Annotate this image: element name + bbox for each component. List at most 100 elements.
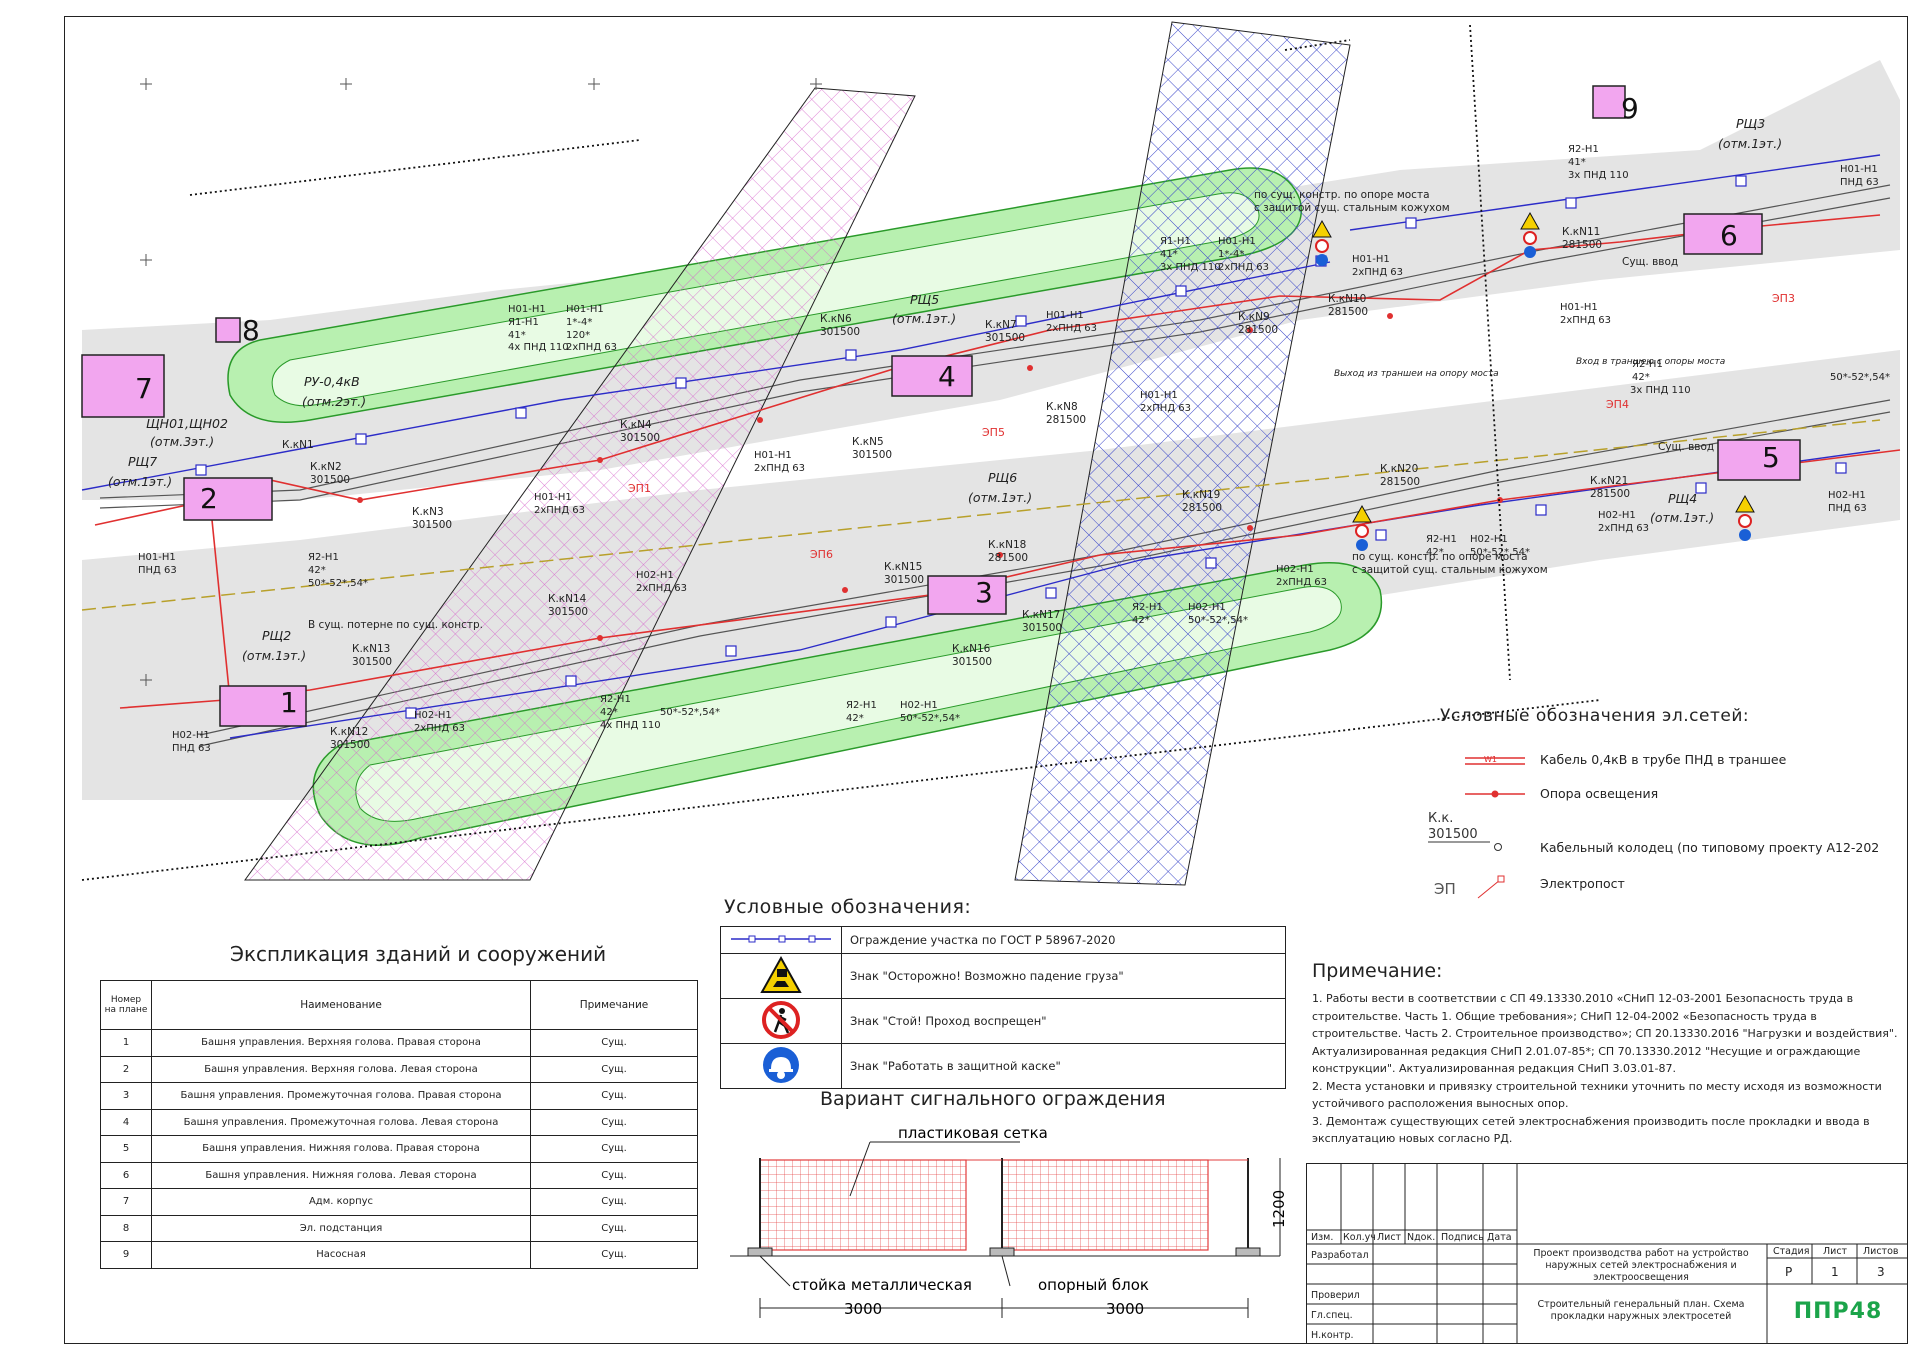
svg-text:301500: 301500 [884,574,924,586]
mesh-label: пластиковая сетка [898,1124,1048,1142]
svg-text:301500: 301500 [330,739,370,751]
svg-text:Н02-Н1: Н02-Н1 [1276,564,1314,575]
svg-text:2хПНД 63: 2хПНД 63 [1598,523,1649,534]
span-1: 3000 [844,1300,882,1318]
svg-text:Nдок.: Nдок. [1407,1232,1435,1243]
building-number-5: 5 [1762,441,1780,474]
svg-text:2хПНД 63: 2хПНД 63 [1352,267,1403,278]
svg-text:РУ-0,4кВ: РУ-0,4кВ [304,374,360,389]
sign-legend-label: Знак "Стой! Проход воспрещен" [841,998,1286,1044]
svg-text:301500: 301500 [310,474,350,486]
svg-text:Н02-Н1: Н02-Н1 [1598,510,1636,521]
net-legend-symbols: W1 К.к. 301500 ЭП [1428,755,1525,899]
svg-text:(отм.1эт.): (отм.1эт.) [968,490,1032,505]
svg-text:с защитой сущ. стальным кожухо: с защитой сущ. стальным кожухом [1352,564,1548,576]
post-labels: ЭП1 ЭП3 ЭП4 ЭП5 ЭП6 [628,292,1795,561]
svg-text:Я2-Н1: Я2-Н1 [600,694,631,705]
svg-text:2хПНД 63: 2хПНД 63 [636,583,687,594]
fence-drawing: 1200 пластиковая сетка стойка металличес… [730,1124,1288,1318]
svg-text:Разработал: Разработал [1311,1250,1369,1261]
svg-text:Я2-Н1: Я2-Н1 [846,700,877,711]
company-logo: ППР48 [1793,1299,1883,1324]
svg-text:ЩН01,ЩН02: ЩН01,ЩН02 [146,416,228,431]
svg-text:50*-52*,54*: 50*-52*,54* [308,578,368,589]
svg-text:ПНД 63: ПНД 63 [1840,177,1879,188]
svg-text:(отм.1эт.): (отм.1эт.) [1650,510,1714,525]
svg-text:РЩ4: РЩ4 [1668,491,1697,506]
notes-title: Примечание: [1312,960,1443,982]
svg-text:2хПНД 63: 2хПНД 63 [534,505,585,516]
building-7 [81,354,165,418]
svg-text:42*: 42* [600,707,618,718]
column-header: Примечание [530,980,698,1030]
svg-text:Н01-Н1: Н01-Н1 [1840,164,1878,175]
svg-text:Я1-Н1: Я1-Н1 [1160,236,1191,247]
drawing-frame [64,16,1908,1344]
building-2 [183,477,273,521]
building-number-8: 8 [242,314,260,347]
svg-text:281500: 281500 [1182,502,1222,514]
svg-text:2хПНД 63: 2хПНД 63 [1046,323,1097,334]
svg-text:ЭП4: ЭП4 [1606,398,1629,411]
svg-text:42*: 42* [1132,615,1150,626]
column-header: Наименование [151,980,531,1030]
svg-text:К.кN11: К.кN11 [1562,226,1600,238]
svg-text:К.кN17: К.кN17 [1022,609,1060,621]
svg-text:РЩ5: РЩ5 [910,292,939,307]
svg-text:301500: 301500 [548,606,588,618]
svg-text:Выход из траншеи на опору мост: Выход из траншеи на опору моста [1334,369,1499,379]
svg-text:Я2-Н1: Я2-Н1 [1132,602,1163,613]
svg-text:50*-52*,54*: 50*-52*,54* [1470,547,1530,558]
svg-text:К.кN13: К.кN13 [352,643,390,655]
svg-text:К.кN15: К.кN15 [884,561,922,573]
svg-text:с защитой сущ. стальным кожухо: с защитой сущ. стальным кожухом [1254,202,1450,214]
plan-signs [1312,211,1755,551]
svg-text:К.кN10: К.кN10 [1328,293,1366,305]
svg-text:ЭП1: ЭП1 [628,482,651,495]
svg-text:Вход в траншею с опоры моста: Вход в траншею с опоры моста [1576,357,1725,367]
survey-marks [140,78,822,686]
svg-text:Н02-Н1: Н02-Н1 [414,710,452,721]
svg-text:50*-52*,54*: 50*-52*,54* [900,713,960,724]
svg-text:Я1-Н1: Я1-Н1 [508,317,539,328]
svg-text:42*: 42* [1426,547,1444,558]
svg-text:301500: 301500 [952,656,992,668]
svg-text:50*-52*,54*: 50*-52*,54* [1188,615,1248,626]
building-number-6: 6 [1720,219,1738,252]
net-legend-cable-label: Кабель 0,4кВ в трубе ПНД в траншее [1540,752,1787,767]
svg-text:Я2-Н1: Я2-Н1 [308,552,339,563]
fence-height: 1200 [1270,1190,1288,1228]
net-legend-post-label: Электропост [1540,876,1625,891]
falling-load-warning-icon [720,953,842,999]
building-number-2: 2 [200,482,218,515]
svg-text:3х ПНД 110: 3х ПНД 110 [1630,385,1691,396]
svg-text:301500: 301500 [620,432,660,444]
svg-text:(отм.3эт.): (отм.3эт.) [150,434,214,449]
svg-text:Н02-Н1: Н02-Н1 [636,570,674,581]
svg-text:301500: 301500 [412,519,452,531]
svg-text:301500: 301500 [820,326,860,338]
svg-text:Кол.уч: Кол.уч [1343,1232,1376,1243]
svg-text:Н01-Н1: Н01-Н1 [1218,236,1256,247]
note-item: 2. Места установки и привязку строительн… [1312,1079,1882,1111]
crane-zone-magenta [244,87,916,881]
crane-zone-blue [1014,21,1351,886]
svg-text:2хПНД 63: 2хПНД 63 [1218,262,1269,273]
svg-text:К.кN16: К.кN16 [952,643,991,655]
svg-text:К.кN1: К.кN1 [282,439,314,451]
svg-text:К.кN4: К.кN4 [620,419,652,431]
svg-text:Дата: Дата [1487,1232,1512,1243]
svg-text:К.кN9: К.кN9 [1238,311,1270,323]
svg-text:Н01-Н1: Н01-Н1 [1140,390,1178,401]
building-number-9: 9 [1621,92,1639,125]
svg-text:(отм.1эт.): (отм.1эт.) [108,474,172,489]
svg-text:301500: 301500 [985,332,1025,344]
svg-text:4х ПНД 110: 4х ПНД 110 [508,342,569,353]
svg-text:ПНД 63: ПНД 63 [1828,503,1867,514]
svg-text:К.к.: К.к. [1428,811,1453,826]
